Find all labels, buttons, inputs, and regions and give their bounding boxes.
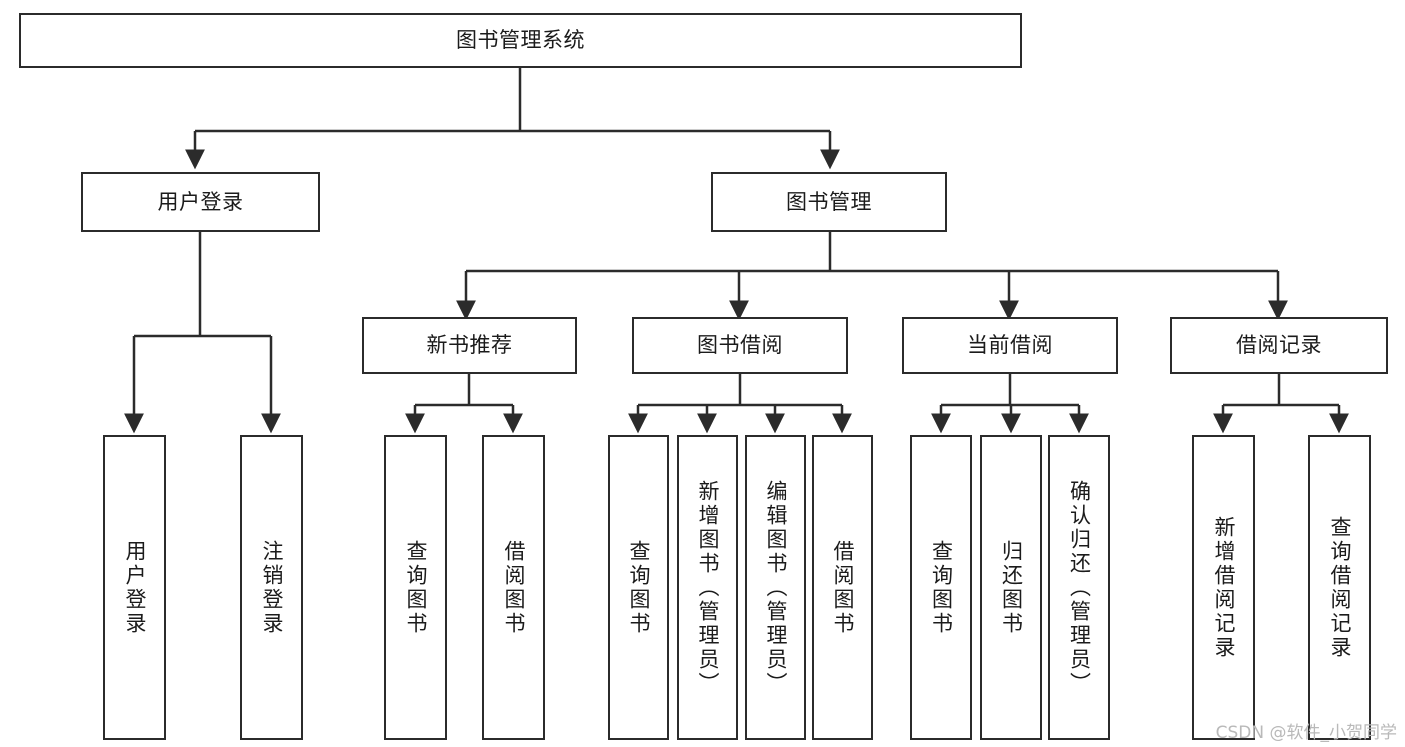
node-label: 图书借阅 bbox=[697, 333, 783, 358]
node-leaf-borrow-book-borrow[interactable]: 借阅图书 bbox=[812, 435, 873, 740]
node-label: 查询图书 bbox=[929, 539, 954, 636]
node-leaf-logout[interactable]: 注销登录 bbox=[240, 435, 303, 740]
node-label: 借阅图书 bbox=[501, 539, 526, 636]
node-leaf-query-book-current[interactable]: 查询图书 bbox=[910, 435, 972, 740]
node-book-borrow[interactable]: 图书借阅 bbox=[632, 317, 848, 374]
node-label: 新增图书（管理员） bbox=[695, 479, 720, 696]
node-label: 借阅图书 bbox=[830, 539, 855, 636]
node-root-book-management-system[interactable]: 图书管理系统 bbox=[19, 13, 1022, 68]
node-label: 归还图书 bbox=[999, 539, 1024, 636]
node-leaf-add-borrow-record[interactable]: 新增借阅记录 bbox=[1192, 435, 1255, 740]
node-leaf-return-book[interactable]: 归还图书 bbox=[980, 435, 1042, 740]
node-leaf-add-book-admin[interactable]: 新增图书（管理员） bbox=[677, 435, 738, 740]
node-label: 用户登录 bbox=[122, 539, 147, 636]
node-leaf-borrow-book-newbook[interactable]: 借阅图书 bbox=[482, 435, 545, 740]
node-current-borrow[interactable]: 当前借阅 bbox=[902, 317, 1118, 374]
node-leaf-user-login[interactable]: 用户登录 bbox=[103, 435, 166, 740]
node-label: 查询图书 bbox=[403, 539, 428, 636]
node-label: 查询图书 bbox=[626, 539, 651, 636]
node-label: 查询借阅记录 bbox=[1327, 515, 1352, 660]
node-leaf-confirm-return-admin[interactable]: 确认归还（管理员） bbox=[1048, 435, 1110, 740]
node-leaf-query-borrow-record[interactable]: 查询借阅记录 bbox=[1308, 435, 1371, 740]
node-label: 当前借阅 bbox=[967, 333, 1053, 358]
node-label: 编辑图书（管理员） bbox=[763, 479, 788, 696]
node-label: 注销登录 bbox=[259, 539, 284, 636]
node-label: 确认归还（管理员） bbox=[1067, 479, 1092, 696]
node-label: 图书管理 bbox=[786, 189, 872, 214]
node-new-book-recommend[interactable]: 新书推荐 bbox=[362, 317, 577, 374]
node-leaf-query-book-newbook[interactable]: 查询图书 bbox=[384, 435, 447, 740]
node-label: 图书管理系统 bbox=[456, 28, 585, 53]
node-label: 用户登录 bbox=[157, 189, 244, 214]
node-leaf-query-book-borrow[interactable]: 查询图书 bbox=[608, 435, 669, 740]
node-user-login[interactable]: 用户登录 bbox=[81, 172, 320, 232]
node-label: 新书推荐 bbox=[426, 333, 513, 358]
node-book-management[interactable]: 图书管理 bbox=[711, 172, 947, 232]
node-leaf-edit-book-admin[interactable]: 编辑图书（管理员） bbox=[745, 435, 806, 740]
csdn-watermark: CSDN @软件_小贺同学 bbox=[1215, 723, 1397, 743]
node-borrow-record[interactable]: 借阅记录 bbox=[1170, 317, 1388, 374]
node-label: 借阅记录 bbox=[1236, 333, 1322, 358]
node-label: 新增借阅记录 bbox=[1211, 515, 1236, 660]
